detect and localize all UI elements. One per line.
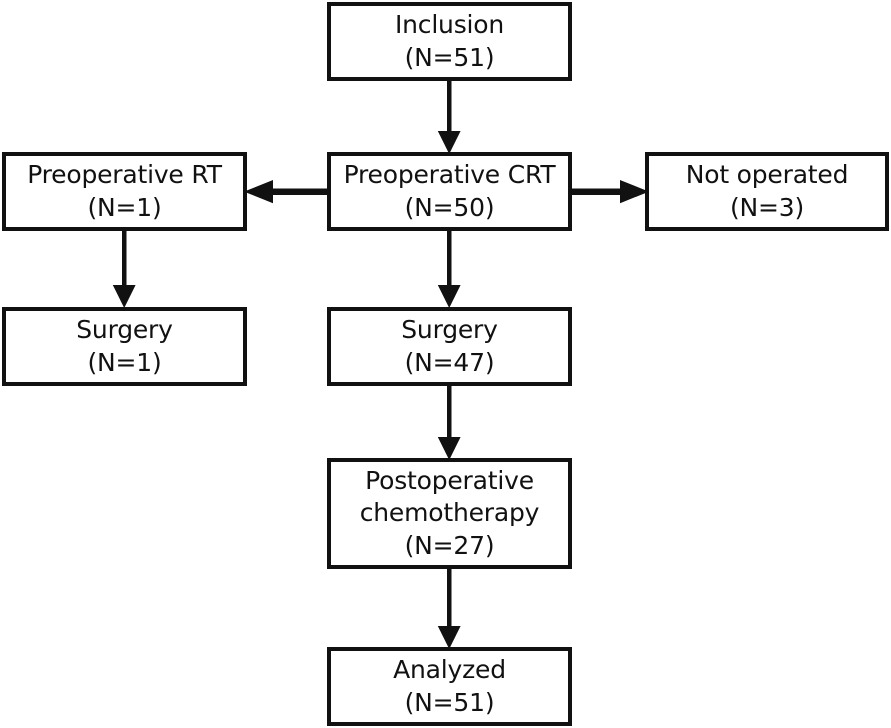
node-inclusion-label: Inclusion: [394, 10, 505, 39]
node-surgery-left: Surgery (N=1): [2, 307, 247, 386]
node-postoperative-chemotherapy-label-line1: Postoperative: [365, 465, 534, 495]
node-not-operated: Not operated (N=3): [645, 152, 889, 231]
node-surgery-center-label: Surgery: [401, 315, 498, 344]
node-preoperative-crt-count: (N=50): [404, 192, 495, 222]
edge-preoperative-crt-to-not-operated: [568, 174, 650, 208]
edge-surgery-center-to-postoperative-chemotherapy: [432, 384, 466, 461]
node-inclusion: Inclusion (N=51): [327, 2, 572, 81]
node-analyzed-label: Analyzed: [393, 655, 506, 684]
node-preoperative-crt: Preoperative CRT (N=50): [327, 152, 572, 231]
node-postoperative-chemotherapy: Postoperative chemotherapy (N=27): [327, 458, 572, 569]
node-surgery-center: Surgery (N=47): [327, 307, 572, 386]
node-surgery-left-label: Surgery: [76, 315, 173, 344]
node-analyzed: Analyzed (N=51): [327, 647, 572, 726]
node-not-operated-count: (N=3): [729, 192, 805, 222]
node-postoperative-chemotherapy-label-line2: chemotherapy: [359, 498, 540, 528]
node-analyzed-count: (N=51): [404, 687, 495, 717]
edge-preoperative-crt-to-surgery-center: [432, 229, 466, 309]
node-surgery-left-count: (N=1): [87, 347, 162, 377]
edge-preoperative-rt-to-surgery-left: [107, 229, 141, 309]
node-not-operated-label: Not operated: [685, 160, 849, 189]
node-preoperative-rt-count: (N=1): [87, 192, 162, 222]
node-preoperative-crt-label: Preoperative CRT: [343, 160, 556, 189]
edge-inclusion-to-preoperative-crt: [432, 79, 466, 155]
node-preoperative-rt-label: Preoperative RT: [27, 160, 222, 189]
node-surgery-center-count: (N=47): [404, 347, 495, 377]
node-preoperative-rt: Preoperative RT (N=1): [2, 152, 247, 231]
node-inclusion-count: (N=51): [404, 42, 495, 72]
edge-preoperative-crt-to-preoperative-rt: [243, 174, 331, 208]
node-postoperative-chemotherapy-count: (N=27): [404, 530, 495, 560]
edge-postoperative-chemotherapy-to-analyzed: [432, 567, 466, 650]
